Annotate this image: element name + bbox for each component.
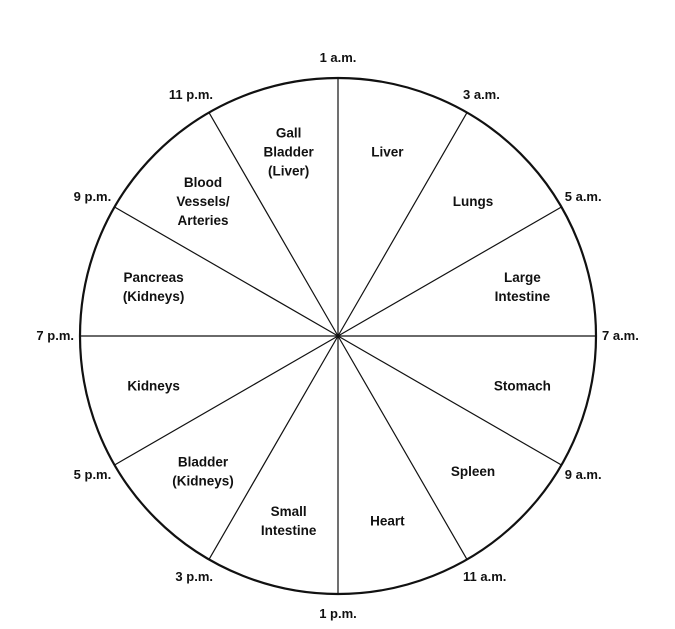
- organ-label-pancreas-kidneys: Pancreas (Kidneys): [123, 270, 185, 304]
- time-labels-group: 1 a.m. 3 a.m. 5 a.m. 7 a.m. 9 a.m. 11 a.m. 1 p…: [36, 50, 638, 621]
- time-label-1-p-m: 1 p.m.: [319, 606, 357, 621]
- organ-label-stomach: Stomach: [494, 378, 551, 393]
- time-label-11-p-m: 11 p.m.: [169, 87, 213, 102]
- time-label-11-a-m: 11 a.m.: [463, 569, 506, 584]
- spoke-9-p-m: [114, 206, 339, 337]
- organ-label-line: Large: [504, 270, 541, 285]
- organ-label-line: Arteries: [177, 213, 228, 228]
- organ-label-line: Vessels/: [176, 194, 230, 209]
- organ-label-bladder-kidneys: Bladder (Kidneys): [172, 455, 234, 489]
- organ-label-line: (Liver): [268, 164, 309, 179]
- time-label-7-a-m: 7 a.m.: [602, 328, 639, 343]
- organ-label-heart: Heart: [370, 513, 405, 528]
- time-label-9-p-m: 9 p.m.: [74, 189, 112, 204]
- spoke-5-a-m: [337, 206, 562, 337]
- organ-label-line: Small: [271, 504, 307, 519]
- spoke-3-p-m: [208, 335, 339, 560]
- time-label-9-a-m: 9 a.m.: [565, 467, 602, 482]
- organ-label-line: Pancreas: [124, 270, 184, 285]
- spoke-3-a-m: [337, 112, 468, 337]
- organ-label-line: Bladder: [178, 455, 229, 470]
- time-label-7-p-m: 7 p.m.: [36, 328, 74, 343]
- time-label-3-p-m: 3 p.m.: [175, 569, 213, 584]
- organ-label-line: Intestine: [495, 289, 551, 304]
- spokes-group: [80, 78, 596, 594]
- time-label-5-a-m: 5 a.m.: [565, 189, 602, 204]
- organ-label-line: Stomach: [494, 378, 551, 393]
- organ-label-line: Lungs: [453, 194, 494, 209]
- organ-label-lungs: Lungs: [453, 194, 494, 209]
- spoke-5-p-m: [114, 335, 339, 466]
- organ-label-kidneys: Kidneys: [127, 378, 180, 393]
- time-label-1-a-m: 1 a.m.: [320, 50, 357, 65]
- organ-label-spleen: Spleen: [451, 464, 495, 479]
- spoke-11-p-m: [208, 112, 339, 337]
- spoke-9-a-m: [337, 335, 562, 466]
- organ-label-line: Kidneys: [127, 378, 180, 393]
- organ-label-line: Spleen: [451, 464, 495, 479]
- organ-label-line: (Kidneys): [123, 289, 185, 304]
- organ-label-line: Blood: [184, 175, 222, 190]
- organ-label-line: Heart: [370, 513, 405, 528]
- organ-label-line: Bladder: [263, 145, 314, 160]
- organ-label-line: Intestine: [261, 523, 317, 538]
- time-label-5-p-m: 5 p.m.: [74, 467, 112, 482]
- organ-label-line: Gall: [276, 126, 302, 141]
- organ-label-line: Liver: [371, 145, 404, 160]
- spoke-11-a-m: [337, 335, 468, 560]
- time-label-3-a-m: 3 a.m.: [463, 87, 500, 102]
- organ-label-liver: Liver: [371, 145, 404, 160]
- organ-label-line: (Kidneys): [172, 474, 234, 489]
